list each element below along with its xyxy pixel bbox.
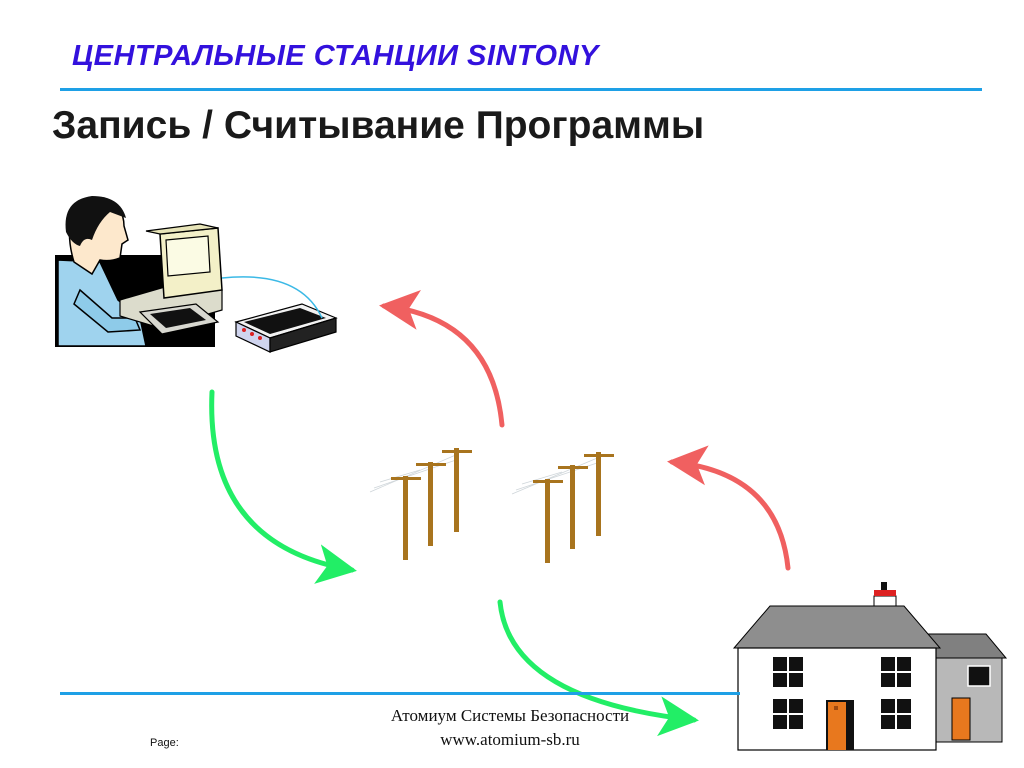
operator-arm <box>73 288 142 333</box>
pole <box>570 465 575 549</box>
pole <box>596 452 601 536</box>
bottom-divider <box>60 692 740 695</box>
page-label: Page: <box>150 737 179 749</box>
pole <box>428 462 433 546</box>
pole-group-right <box>511 452 614 563</box>
footer-url[interactable]: www.atomium-sb.ru <box>440 730 580 749</box>
footer-company: Атомиум Системы Безопасности <box>390 706 630 725</box>
header-title: ЦЕНТРАЛЬНЫЕ СТАНЦИИ SINTONY <box>72 40 599 72</box>
monitor-screen <box>165 235 211 277</box>
pole <box>545 479 550 563</box>
red-arrow-house-to-lines <box>667 445 791 571</box>
pole <box>454 448 459 532</box>
door <box>828 702 846 750</box>
pole-group-left <box>369 448 472 560</box>
green-arrow-computer-to-lines <box>209 389 357 584</box>
house-illustration <box>732 582 1008 751</box>
annex-door <box>951 697 971 741</box>
annex-roof <box>927 633 1008 659</box>
modem-cable <box>221 276 323 319</box>
green-arrow-lines-to-house <box>497 599 699 737</box>
red-arrow-lines-to-computer <box>379 290 505 428</box>
top-divider <box>60 88 982 91</box>
telephone-lines-illustration <box>369 448 614 563</box>
pole <box>403 476 408 560</box>
operator-hair <box>65 196 126 246</box>
slide-title: Запись / Считывание Программы <box>52 104 705 147</box>
computer-operator-illustration <box>55 196 338 353</box>
main-roof <box>732 605 942 649</box>
